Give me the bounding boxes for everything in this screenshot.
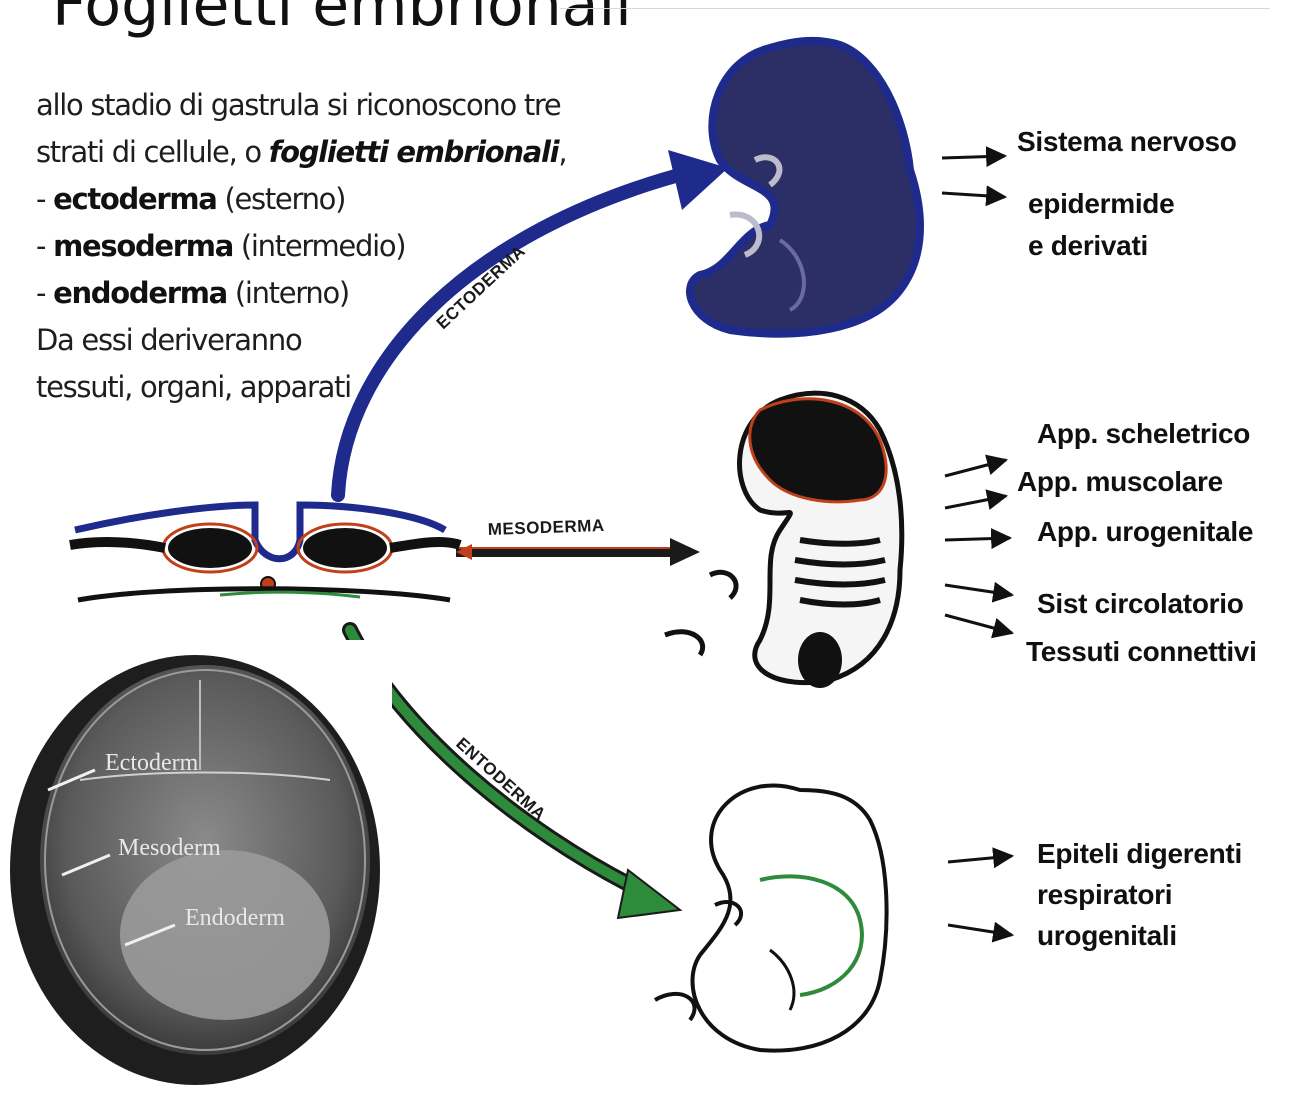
mesoderm-embryo bbox=[665, 393, 902, 688]
output-mesoderm-3: App. urogenitale bbox=[1037, 512, 1253, 552]
mesoderm-arrow: MESODERMA bbox=[456, 516, 700, 566]
mesoderma-path-label: MESODERMA bbox=[487, 516, 604, 539]
endoderm-arrow: ENTODERMA bbox=[350, 630, 680, 918]
ectoderm-arrow: ECTODERMA bbox=[338, 150, 728, 495]
endoderm-embryo bbox=[655, 785, 887, 1050]
neurula-cross-section bbox=[70, 505, 460, 600]
output-ectoderm-2: epidermide bbox=[1028, 184, 1174, 224]
micrograph-label-endoderm: Endoderm bbox=[185, 905, 285, 931]
output-mesoderm-5: Tessuti connettivi bbox=[1026, 632, 1257, 672]
output-endoderm-1: Epiteli digerenti bbox=[1037, 834, 1242, 874]
output-mesoderm-1: App. scheletrico bbox=[1037, 414, 1250, 454]
output-arrows bbox=[942, 156, 1012, 935]
micrograph-label-mesoderm: Mesoderm bbox=[118, 835, 221, 861]
output-ectoderm-1: Sistema nervoso bbox=[1017, 122, 1237, 162]
output-ectoderm-3: e derivati bbox=[1028, 226, 1148, 266]
output-endoderm-3: urogenitali bbox=[1037, 916, 1177, 956]
histology-micrograph: Ectoderm Mesoderm Endoderm bbox=[0, 640, 392, 1097]
output-endoderm-2: respiratori bbox=[1037, 875, 1172, 915]
micrograph-label-ectoderm: Ectoderm bbox=[105, 750, 199, 776]
output-mesoderm-2: App. muscolare bbox=[1017, 462, 1223, 502]
ectoderm-embryo bbox=[690, 41, 920, 334]
output-mesoderm-4: Sist circolatorio bbox=[1037, 584, 1244, 624]
